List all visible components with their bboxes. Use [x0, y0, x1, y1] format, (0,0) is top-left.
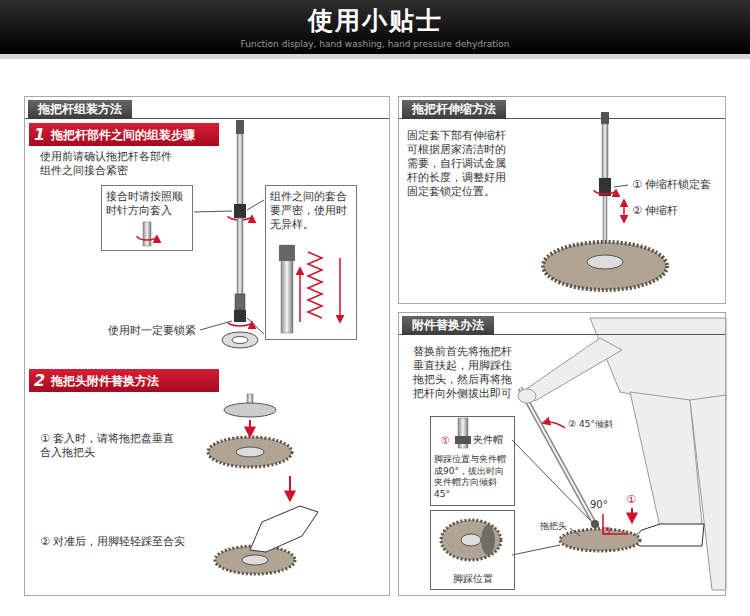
- callout-box: 组件之间的套合要严密，使用时无异样。: [265, 185, 357, 340]
- inset-label: 夹件帽: [473, 433, 514, 446]
- step-number: 1: [34, 126, 45, 144]
- angle-label: ② 45°倾斜: [568, 418, 613, 430]
- step-text: ① 套入时，请将拖把盘垂直合入拖把头: [40, 432, 185, 460]
- detail-inset: 脚踩位置: [430, 510, 515, 590]
- instruction-text: 使用前请确认拖把杆各部件组件之间接合紧密: [40, 150, 180, 178]
- callout-text: 接合时请按照顺时针方向套入: [106, 190, 188, 218]
- instruction-panel: 附件替换办法替换前首先将拖把杆垂直扶起，用脚踩住拖把头，然后再将拖把杆向外侧拔出…: [398, 312, 726, 596]
- step-number: 2: [34, 372, 45, 390]
- step-banner: 1 拖把杆部件之间的组装步骤: [29, 123, 219, 146]
- angle-label: 90°: [590, 498, 608, 511]
- step-text: ② 对准后，用脚轻轻踩至合实: [40, 535, 185, 549]
- panel-heading: 拖把杆组装方法: [28, 100, 132, 119]
- detail-inset: 夹件帽脚踩位置与夹件帽成90°，拔出时向夹件帽方向倾斜45°: [430, 416, 515, 506]
- callout-text: 组件之间的套合要严密，使用时无异样。: [270, 190, 352, 232]
- part-label: ① 伸缩杆锁定套: [632, 178, 711, 192]
- step-title: 拖把头附件替换方法: [51, 372, 165, 390]
- panel-text: 固定套下部有伸缩杆可根据居家清洁时的需要，自行调试金属杆的长度，调整好用固定套锁…: [407, 129, 511, 199]
- callout-number: ①: [441, 434, 450, 447]
- panel-text: 替换前首先将拖把杆垂直扶起，用脚踩住拖把头，然后再将拖把杆向外侧拔出即可: [413, 345, 517, 401]
- panel-heading: 拖把杆伸缩方法: [402, 100, 506, 119]
- header-bar: [0, 0, 750, 54]
- subtitle: Function display, hand washing, hand pre…: [0, 38, 750, 50]
- step-title: 拖把杆部件之间的组装步骤: [51, 126, 201, 144]
- step-banner: 2 拖把头附件替换方法: [29, 369, 219, 392]
- part-label: 拖把头: [540, 520, 567, 532]
- inset-note: 脚踩位置与夹件帽成90°，拔出时向夹件帽方向倾斜45°: [434, 454, 511, 500]
- part-label: ② 伸缩杆: [632, 204, 678, 218]
- warning-text: 使用时一定要锁紧: [108, 324, 196, 338]
- callout-box: 接合时请按照顺时针方向套入: [101, 185, 193, 251]
- header-strip: [0, 54, 750, 59]
- inset-label: 脚踩位置: [431, 572, 514, 585]
- panel-heading: 附件替换办法: [402, 316, 494, 335]
- instruction-panel: 拖把杆伸缩方法固定套下部有伸缩杆可根据居家清洁时的需要，自行调试金属杆的长度，调…: [398, 96, 726, 304]
- page-title: 使用小贴士: [0, 6, 750, 36]
- callout-number: ①: [626, 493, 636, 507]
